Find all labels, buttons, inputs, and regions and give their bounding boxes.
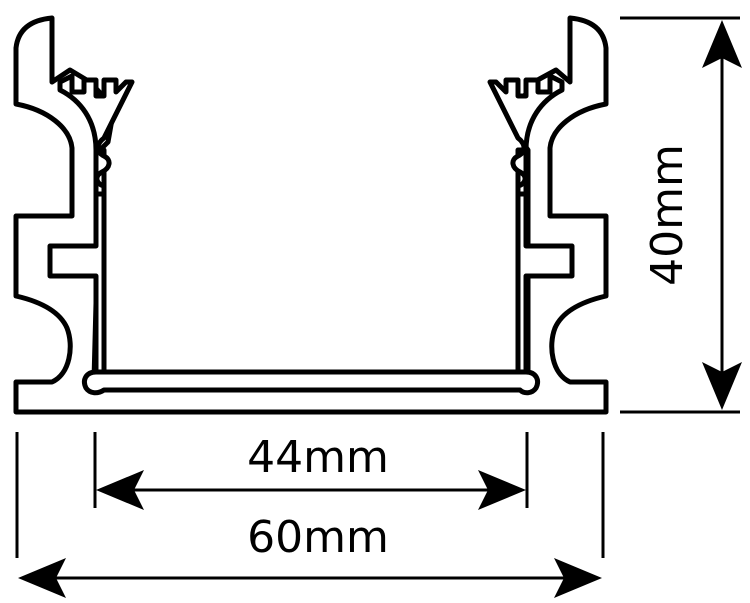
left-inner-wall bbox=[47, 147, 107, 379]
arrow-height-bottom bbox=[702, 362, 742, 410]
right-clip bbox=[487, 73, 565, 197]
left-clip bbox=[57, 73, 135, 197]
dimension-outer-width: 60mm bbox=[18, 512, 602, 598]
arrow-outer-left bbox=[18, 558, 66, 598]
label-inner-width: 44mm bbox=[247, 432, 389, 483]
dimension-height: 40mm bbox=[642, 20, 742, 410]
arrow-inner-left bbox=[96, 470, 144, 510]
arrow-inner-right bbox=[478, 470, 526, 510]
dimension-inner-width: 44mm bbox=[96, 432, 526, 510]
right-inner-wall bbox=[515, 147, 575, 379]
bottom-groove bbox=[81, 369, 541, 396]
arrow-height-top bbox=[702, 20, 742, 68]
arrow-outer-right bbox=[554, 558, 602, 598]
label-outer-width: 60mm bbox=[247, 512, 389, 563]
label-height: 40mm bbox=[642, 144, 693, 286]
